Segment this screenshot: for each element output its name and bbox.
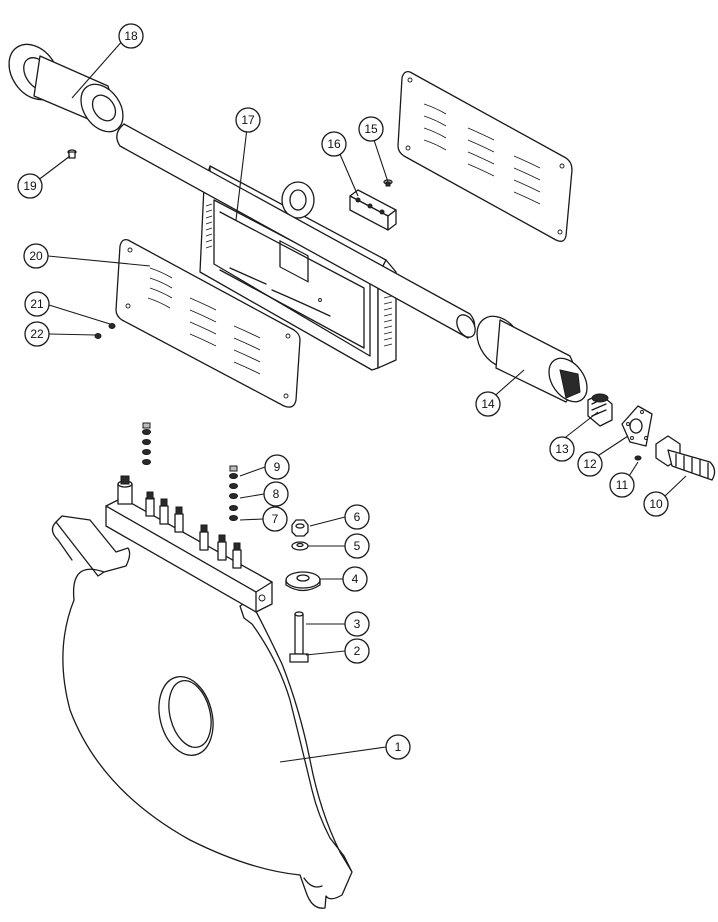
part-left-vent-panel <box>115 238 301 408</box>
part-right-grip <box>476 315 588 403</box>
callout-19-label: 19 <box>23 179 37 193</box>
callout-1: 1 <box>385 734 411 760</box>
callout-16-label: 16 <box>327 137 341 151</box>
part-right-vent-panel <box>397 70 573 242</box>
callout-9-label: 9 <box>274 460 281 474</box>
callout-21: 21 <box>24 291 50 317</box>
callout-14: 14 <box>475 391 501 417</box>
part-terminal-block <box>105 475 273 613</box>
callout-11: 11 <box>609 472 635 498</box>
callout-9: 9 <box>264 454 290 480</box>
callout-19: 19 <box>17 173 43 199</box>
callout-15: 15 <box>358 116 384 142</box>
callout-21-label: 21 <box>30 297 44 311</box>
part-nut <box>291 519 309 537</box>
part-screw-11 <box>634 455 642 461</box>
callout-12-label: 12 <box>583 457 597 471</box>
callout-18: 18 <box>118 23 144 49</box>
callout-6-label: 6 <box>354 510 361 524</box>
part-large-washer <box>285 571 321 592</box>
callout-6: 6 <box>344 504 370 530</box>
part-connector-block <box>349 189 397 231</box>
callout-4: 4 <box>342 566 368 592</box>
callout-3: 3 <box>344 611 370 637</box>
callout-14-label: 14 <box>481 397 495 411</box>
part-handle-bar <box>116 123 476 339</box>
callout-16: 16 <box>321 131 347 157</box>
part-small-washer <box>291 541 309 551</box>
callout-5: 5 <box>344 533 370 559</box>
part-heater-plate <box>51 515 353 909</box>
part-screw-22 <box>94 333 102 339</box>
callout-8-label: 8 <box>273 487 280 501</box>
part-stacked-washers-right <box>229 465 238 521</box>
callout-20-label: 20 <box>29 249 43 263</box>
part-mounting-plate <box>621 405 653 447</box>
part-left-grip <box>8 43 124 133</box>
callout-12: 12 <box>577 451 603 477</box>
vent-slots-right <box>423 103 541 205</box>
callout-8: 8 <box>263 481 289 507</box>
callout-17-label: 17 <box>241 113 255 127</box>
terminal-pins <box>145 491 242 569</box>
callout-15-label: 15 <box>364 122 378 136</box>
callout-10-label: 10 <box>649 497 663 511</box>
callout-13-label: 13 <box>555 442 569 456</box>
callout-2: 2 <box>344 638 370 664</box>
callout-22-label: 22 <box>30 327 44 341</box>
callout-3-label: 3 <box>354 617 361 631</box>
callout-list: 1 2 3 4 5 6 7 8 9 10 11 12 13 14 15 16 1… <box>17 23 669 760</box>
callout-22: 22 <box>24 321 50 347</box>
callout-4-label: 4 <box>352 572 359 586</box>
callout-20: 20 <box>23 243 49 269</box>
part-screw-19 <box>67 149 77 159</box>
callout-11-label: 11 <box>616 478 629 492</box>
callout-5-label: 5 <box>354 539 361 553</box>
part-cable-gland <box>587 393 613 427</box>
part-bolt <box>289 611 309 663</box>
part-strain-relief <box>655 435 716 481</box>
callout-18-label: 18 <box>124 29 138 43</box>
callout-1-label: 1 <box>395 740 402 754</box>
part-screw-21 <box>108 323 116 329</box>
callout-2-label: 2 <box>354 644 361 658</box>
part-screw-15 <box>383 179 393 187</box>
callout-10: 10 <box>643 491 669 517</box>
callout-17: 17 <box>235 107 261 133</box>
vent-slots-left <box>147 267 261 375</box>
part-stacked-washers-left <box>142 422 151 465</box>
callout-13: 13 <box>549 436 575 462</box>
callout-7: 7 <box>262 506 288 532</box>
callout-7-label: 7 <box>272 512 279 526</box>
